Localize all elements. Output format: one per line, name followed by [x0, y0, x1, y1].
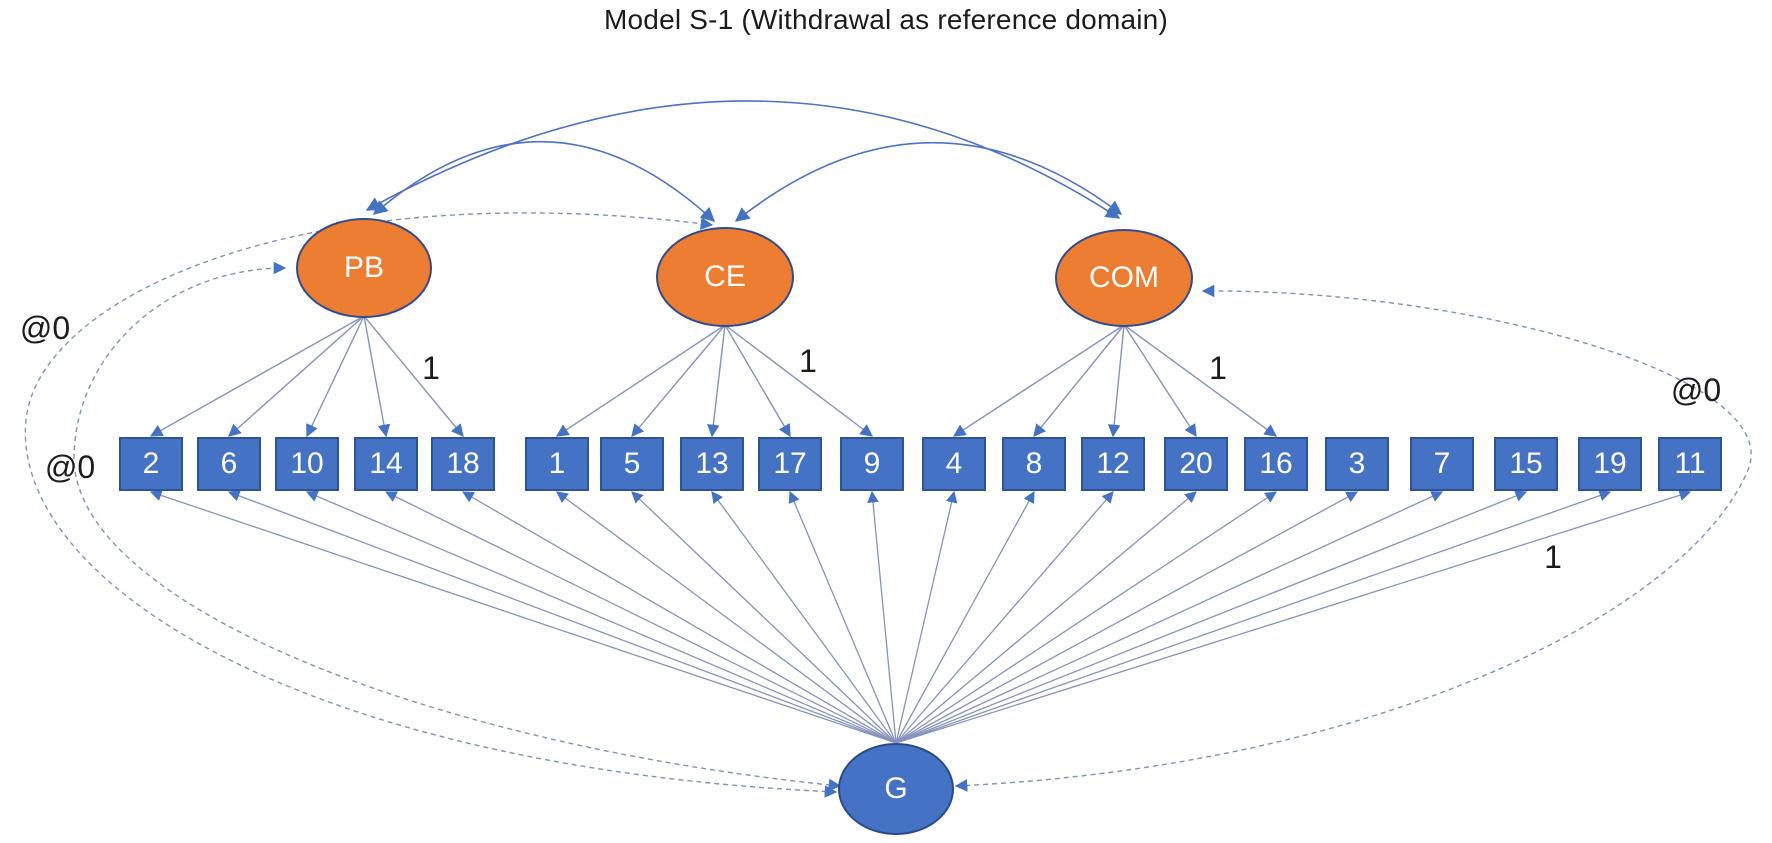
indicator-label-2: 2 — [142, 447, 160, 480]
indicator-label-5: 5 — [623, 447, 641, 480]
loading-G-13 — [711, 491, 897, 744]
factor-node-com: COM — [1055, 229, 1193, 327]
covariance-fixed-G-PB — [73, 261, 842, 792]
loading-G-18 — [461, 491, 897, 744]
loading-G-4 — [895, 490, 958, 744]
loading-G-6 — [227, 490, 897, 744]
annotation-one-com: 1 — [1209, 350, 1227, 386]
indicator-node-3: 3 — [1325, 437, 1389, 491]
factor-node-com-label: COM — [1089, 261, 1159, 294]
indicator-label-19: 19 — [1593, 447, 1627, 480]
loading-COM-4 — [952, 324, 1125, 437]
loading-PB-14 — [363, 315, 391, 438]
loading-G-1 — [556, 491, 897, 744]
indicator-label-6: 6 — [220, 447, 238, 480]
annotation-zero-g-ce: @0 — [19, 310, 71, 346]
annotation-one-ce: 1 — [799, 343, 817, 379]
indicator-label-3: 3 — [1348, 447, 1366, 480]
annotation-zero-g-com: @0 — [1670, 372, 1722, 408]
factor-node-ce-label: CE — [704, 260, 746, 293]
loading-PB-10 — [306, 315, 365, 438]
loading-G-2 — [149, 489, 897, 744]
indicator-node-8: 8 — [1002, 437, 1066, 491]
indicator-label-14: 14 — [369, 447, 403, 480]
factor-node-pb: PB — [296, 218, 432, 318]
loading-G-5 — [631, 491, 897, 744]
indicator-node-9: 9 — [840, 437, 904, 491]
indicator-node-20: 20 — [1164, 437, 1228, 491]
annotation-one-g: 1 — [1544, 539, 1562, 575]
loading-G-14 — [384, 491, 897, 744]
indicator-label-16: 16 — [1259, 447, 1293, 480]
loading-G-16 — [895, 491, 1277, 744]
indicator-node-1: 1 — [525, 437, 589, 491]
loading-PB-6 — [228, 315, 365, 437]
indicator-node-7: 7 — [1410, 437, 1474, 491]
loading-G-11 — [895, 489, 1692, 744]
loading-CE-13 — [707, 324, 726, 438]
covariance-fixed-G-COM — [954, 284, 1752, 792]
indicator-label-7: 7 — [1433, 447, 1451, 480]
indicator-node-5: 5 — [600, 437, 664, 491]
indicator-node-12: 12 — [1081, 437, 1145, 491]
indicator-label-15: 15 — [1509, 447, 1543, 480]
loading-G-17 — [788, 490, 897, 744]
indicator-node-16: 16 — [1244, 437, 1308, 491]
loading-COM-8 — [1033, 324, 1125, 437]
indicator-label-8: 8 — [1025, 447, 1043, 480]
indicator-label-10: 10 — [290, 447, 324, 480]
indicator-node-6: 6 — [197, 437, 261, 491]
indicator-label-17: 17 — [773, 447, 807, 480]
loading-PB-18 — [363, 315, 464, 437]
loading-PB-2 — [149, 315, 365, 437]
loading-CE-17 — [724, 324, 791, 438]
covariance-CE-COM — [734, 141, 1123, 222]
indicator-node-17: 17 — [758, 437, 822, 491]
indicator-node-15: 15 — [1494, 437, 1558, 491]
loading-G-7 — [895, 491, 1444, 744]
indicator-label-12: 12 — [1096, 447, 1130, 480]
annotation-one-pb: 1 — [422, 350, 440, 386]
indicator-label-13: 13 — [695, 447, 729, 480]
loading-COM-16 — [1123, 324, 1278, 437]
indicator-label-4: 4 — [945, 447, 963, 480]
loading-G-10 — [305, 490, 897, 744]
loading-G-19 — [895, 489, 1612, 744]
covariance-PB-CE — [372, 140, 716, 222]
loading-G-9 — [867, 490, 897, 744]
indicator-node-18: 18 — [431, 437, 495, 491]
indicator-node-14: 14 — [354, 437, 418, 491]
factor-node-ce: CE — [656, 227, 794, 327]
indicator-node-19: 19 — [1578, 437, 1642, 491]
loading-CE-1 — [555, 324, 726, 437]
diagram-title: Model S-1 (Withdrawal as reference domai… — [604, 4, 1168, 35]
loading-G-20 — [895, 491, 1197, 744]
factor-node-pb-label: PB — [343, 251, 385, 284]
loading-COM-12 — [1107, 324, 1125, 438]
loading-G-15 — [895, 490, 1528, 744]
indicator-label-18: 18 — [446, 447, 480, 480]
general-factor-node-g: G — [838, 743, 954, 835]
general-factor-node-g-label: G — [884, 772, 908, 805]
indicator-node-2: 2 — [119, 437, 183, 491]
covariance-PB-COM — [365, 100, 1121, 219]
indicator-node-11: 11 — [1658, 437, 1722, 491]
indicator-label-20: 20 — [1179, 447, 1213, 480]
indicator-node-4: 4 — [922, 437, 986, 491]
loading-CE-5 — [631, 324, 726, 437]
annotation-zero-g-pb: @0 — [44, 449, 96, 485]
loading-CE-9 — [724, 324, 874, 437]
indicator-label-1: 1 — [548, 447, 566, 480]
indicator-label-9: 9 — [863, 447, 881, 480]
indicator-label-11: 11 — [1674, 447, 1706, 480]
indicator-node-10: 10 — [275, 437, 339, 491]
loading-COM-20 — [1123, 324, 1197, 438]
indicator-node-13: 13 — [680, 437, 744, 491]
